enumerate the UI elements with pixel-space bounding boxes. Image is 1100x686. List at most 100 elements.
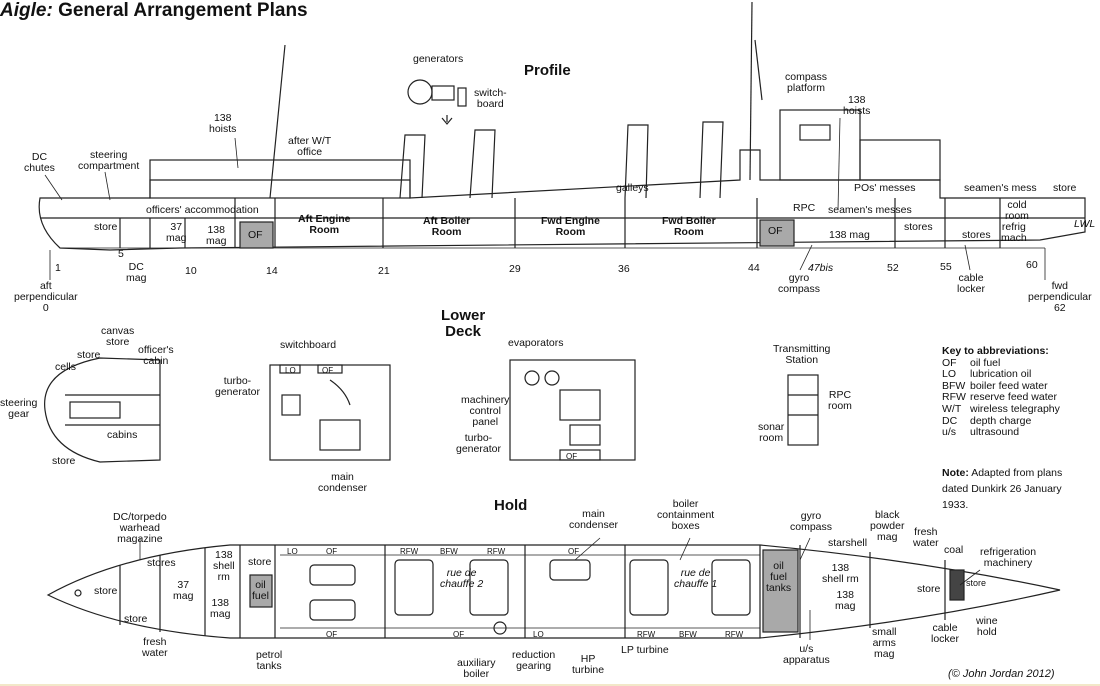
section-hold: Hold xyxy=(494,497,528,514)
label-galleys: galleys xyxy=(616,182,649,194)
frame-number: 14 xyxy=(266,265,278,277)
frame-number: 21 xyxy=(378,265,390,277)
label-store-fwd: store xyxy=(1053,182,1077,194)
hold-plan xyxy=(46,544,1061,639)
label-store-aft: store xyxy=(94,221,118,233)
label-store-hold-3: store xyxy=(248,556,272,568)
label-hold-of: OF xyxy=(568,547,580,556)
ship-name: Aigle: xyxy=(0,0,53,21)
hold-oil-fuel-tank-aft xyxy=(249,574,273,608)
frame-number: 10 xyxy=(185,265,197,277)
label-rpc: RPC xyxy=(793,202,816,214)
frame-number: 55 xyxy=(940,261,952,273)
label-lwl: LWL xyxy=(1074,218,1096,230)
label-coal: coal xyxy=(944,544,964,556)
profile-hull xyxy=(38,1,1086,251)
note-text: Adapted from plans dated Dunkirk 26 Janu… xyxy=(942,467,1063,511)
label-switchboard: switch-board xyxy=(474,87,507,110)
copyright: (© John Jordan 2012) xyxy=(948,668,1055,680)
label-hold-of: OF xyxy=(326,630,338,639)
page-title: Aigle: General Arrangement Plans xyxy=(0,0,1100,22)
section-profile: Profile xyxy=(524,62,571,79)
label-pos-messes: POs' messes xyxy=(854,182,916,194)
hold-coal-bunker xyxy=(949,569,965,601)
label-ld-of-2: OF xyxy=(566,452,578,461)
label-ld-store: store xyxy=(77,349,101,361)
label-hold-lo: LO xyxy=(287,547,298,556)
section-lower: Lower xyxy=(441,307,486,324)
label-seamens-messes: seamen's messes xyxy=(828,204,912,216)
frame-number: 29 xyxy=(509,263,521,275)
leader-lines xyxy=(44,117,1046,640)
label-stores-hold: stores xyxy=(147,557,176,569)
label-store-hold-1: store xyxy=(94,585,118,597)
label-stores-fwd-2: stores xyxy=(962,229,991,241)
label-ld-of: OF xyxy=(322,366,334,375)
label-seamens-mess: seamen's mess xyxy=(964,182,1037,194)
bottom-strip xyxy=(0,684,1100,686)
profile-of-tank-aft xyxy=(239,221,274,249)
label-turbo-generator: turbo-generator xyxy=(215,375,260,398)
label-hold-rfw: RFW xyxy=(400,547,419,556)
label-store-hold-fwd: store xyxy=(917,583,941,595)
label-starshell: starshell xyxy=(828,537,868,549)
label-officers-accommodation: officers' accommodation xyxy=(146,204,259,216)
label-hold-rfw: RFW xyxy=(487,547,506,556)
note: Note: Adapted from plans dated Dunkirk 2… xyxy=(942,465,1082,513)
label-of-aft: OF xyxy=(248,229,263,241)
frame-number: 44 xyxy=(748,262,760,274)
section-deck: Deck xyxy=(445,323,482,340)
label-hold-lo-2: LO xyxy=(533,630,544,639)
label-hold-of: OF xyxy=(326,547,338,556)
label-hold-bfw: BFW xyxy=(440,547,458,556)
key-title: Key to abbreviations: xyxy=(942,345,1049,357)
label-cells: cells xyxy=(55,361,77,373)
label-ld-lo: LO xyxy=(285,366,296,375)
frame-number: 47bis xyxy=(808,262,834,274)
label-of-fwd: OF xyxy=(768,225,783,237)
frame-number: 36 xyxy=(618,263,630,275)
label-hold-rfw: RFW xyxy=(637,630,656,639)
note-label: Note: xyxy=(942,467,969,479)
label-cabins: cabins xyxy=(107,429,138,441)
